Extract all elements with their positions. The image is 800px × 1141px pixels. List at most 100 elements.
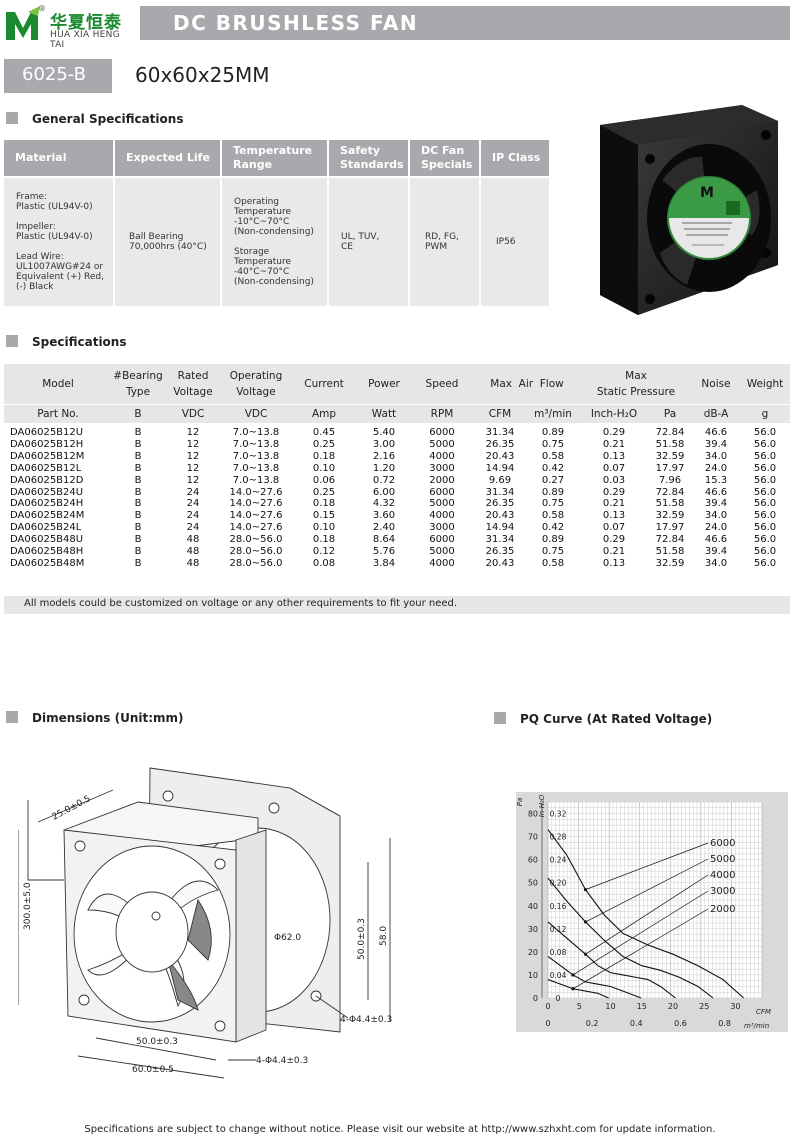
th-unit-power: Watt <box>371 408 397 420</box>
x2-tick-label: 0.6 <box>674 1019 687 1028</box>
th-unit-dba: dB-A <box>703 408 729 420</box>
table-cell: DA06025B12L <box>10 462 82 474</box>
table-cell: 24 <box>186 510 200 522</box>
gen-header-life: Expected Life <box>115 140 220 176</box>
table-cell: 0.18 <box>312 534 336 546</box>
table-cell: 2.40 <box>372 522 396 534</box>
table-cell: 5.40 <box>372 427 396 438</box>
specs-header-row: Model #Bearing Type Rated Voltage Operat… <box>4 364 790 404</box>
table-cell: 56.0 <box>753 427 777 438</box>
x-tick-label: 15 <box>637 1002 647 1011</box>
th-part-no: Part No. <box>37 408 79 420</box>
table-cell: DA06025B12M <box>10 450 85 462</box>
table-cell: 5000 <box>429 546 455 557</box>
pq-series-pointer <box>585 874 709 955</box>
th-unit-speed: RPM <box>430 408 454 420</box>
table-cell: 48 <box>186 546 200 557</box>
table-cell: 46.6 <box>704 427 728 438</box>
table-cell: 3.60 <box>372 510 396 522</box>
table-cell: 34.0 <box>704 450 728 462</box>
table-cell: 56.0 <box>753 510 777 522</box>
pq-series-pointer-head <box>583 920 588 924</box>
gen-cell-material: Frame: Plastic (UL94V-0) Impeller: Plast… <box>4 178 113 306</box>
table-cell: 24 <box>186 486 200 498</box>
gen-header-material: Material <box>4 140 113 176</box>
table-cell: DA06025B24M <box>10 510 85 522</box>
table-cell: DA06025B48U <box>10 534 84 546</box>
y2-tick-label: 0.24 <box>550 856 567 865</box>
section-square-icon <box>6 335 18 347</box>
table-cell: 6000 <box>429 534 455 546</box>
table-cell: 7.0~13.8 <box>232 462 280 474</box>
y2-tick-label: 0.20 <box>550 879 567 888</box>
table-cell: 31.34 <box>485 534 515 546</box>
table-cell: 0.13 <box>602 510 626 522</box>
pq-curve-chart: 0102030405060708000.040.080.120.160.200.… <box>516 792 788 1032</box>
pq-series-label: 3000 <box>710 886 735 897</box>
table-cell: 0.72 <box>372 474 396 486</box>
brand-logo-icon <box>6 6 40 40</box>
table-cell: 3000 <box>429 522 455 534</box>
table-cell: 2.16 <box>372 450 396 462</box>
table-cell: 28.0~56.0 <box>229 557 283 569</box>
table-cell: 51.58 <box>655 498 685 510</box>
table-cell: 5.76 <box>372 546 396 557</box>
table-cell: 0.21 <box>602 546 626 557</box>
table-cell: 14.0~27.6 <box>229 486 283 498</box>
table-cell: 0.58 <box>541 510 565 522</box>
pq-series-pointer <box>572 890 709 976</box>
table-cell: 0.75 <box>541 546 565 557</box>
table-cell: 4000 <box>429 557 455 569</box>
table-cell: DA06025B12H <box>10 438 84 450</box>
table-cell: 0.21 <box>602 498 626 510</box>
y-tick-label: 70 <box>528 833 538 842</box>
model-size: 60x60x25MM <box>135 63 270 87</box>
table-cell: 0.10 <box>312 522 336 534</box>
table-cell: 3.00 <box>372 438 396 450</box>
pq-series-line <box>547 956 642 999</box>
gen-header-ip: IP Class <box>481 140 549 176</box>
table-cell: 20.43 <box>485 510 515 522</box>
table-cell: 4.32 <box>372 498 396 510</box>
x2-tick-label: 0.4 <box>630 1019 643 1028</box>
table-cell: 4000 <box>429 510 455 522</box>
table-cell: 14.0~27.6 <box>229 498 283 510</box>
table-cell: B <box>134 438 142 450</box>
table-cell: 0.58 <box>541 557 565 569</box>
table-cell: 32.59 <box>655 557 685 569</box>
th-unit-operating: VDC <box>244 408 268 420</box>
table-cell: 0.58 <box>541 450 565 462</box>
gen-cell-ip: IP56 <box>481 178 549 306</box>
svg-text:M: M <box>700 185 714 201</box>
th-model: Model <box>42 378 74 390</box>
table-cell: B <box>134 450 142 462</box>
table-cell: 26.35 <box>485 498 515 510</box>
y2-tick-label: 0.32 <box>550 810 567 819</box>
dim-diameter: Φ62.0 <box>274 933 301 943</box>
table-cell: 56.0 <box>753 522 777 534</box>
x-tick-label: 10 <box>605 1002 615 1011</box>
table-cell: 0.12 <box>312 546 336 557</box>
table-cell: 12 <box>186 427 200 438</box>
model-code: 6025-B <box>22 64 87 85</box>
pq-series-label: 6000 <box>710 838 735 849</box>
table-cell: 20.43 <box>485 557 515 569</box>
x-tick-label: 0 <box>545 1002 550 1011</box>
y2-axis-label: In-H₂O <box>538 794 546 817</box>
table-cell: 24.0 <box>704 522 728 534</box>
table-cell: 0.18 <box>312 450 336 462</box>
table-cell: 17.97 <box>655 522 685 534</box>
dimensions-title: Dimensions (Unit:mm) <box>32 711 184 725</box>
table-cell: 9.69 <box>488 474 512 486</box>
specs-note-bar <box>4 596 790 614</box>
table-cell: 26.35 <box>485 438 515 450</box>
pq-labels-group: 0102030405060708000.040.080.120.160.200.… <box>516 794 771 1030</box>
table-cell: 14.0~27.6 <box>229 522 283 534</box>
gen-header-specials: DC Fan Specials <box>410 140 479 176</box>
